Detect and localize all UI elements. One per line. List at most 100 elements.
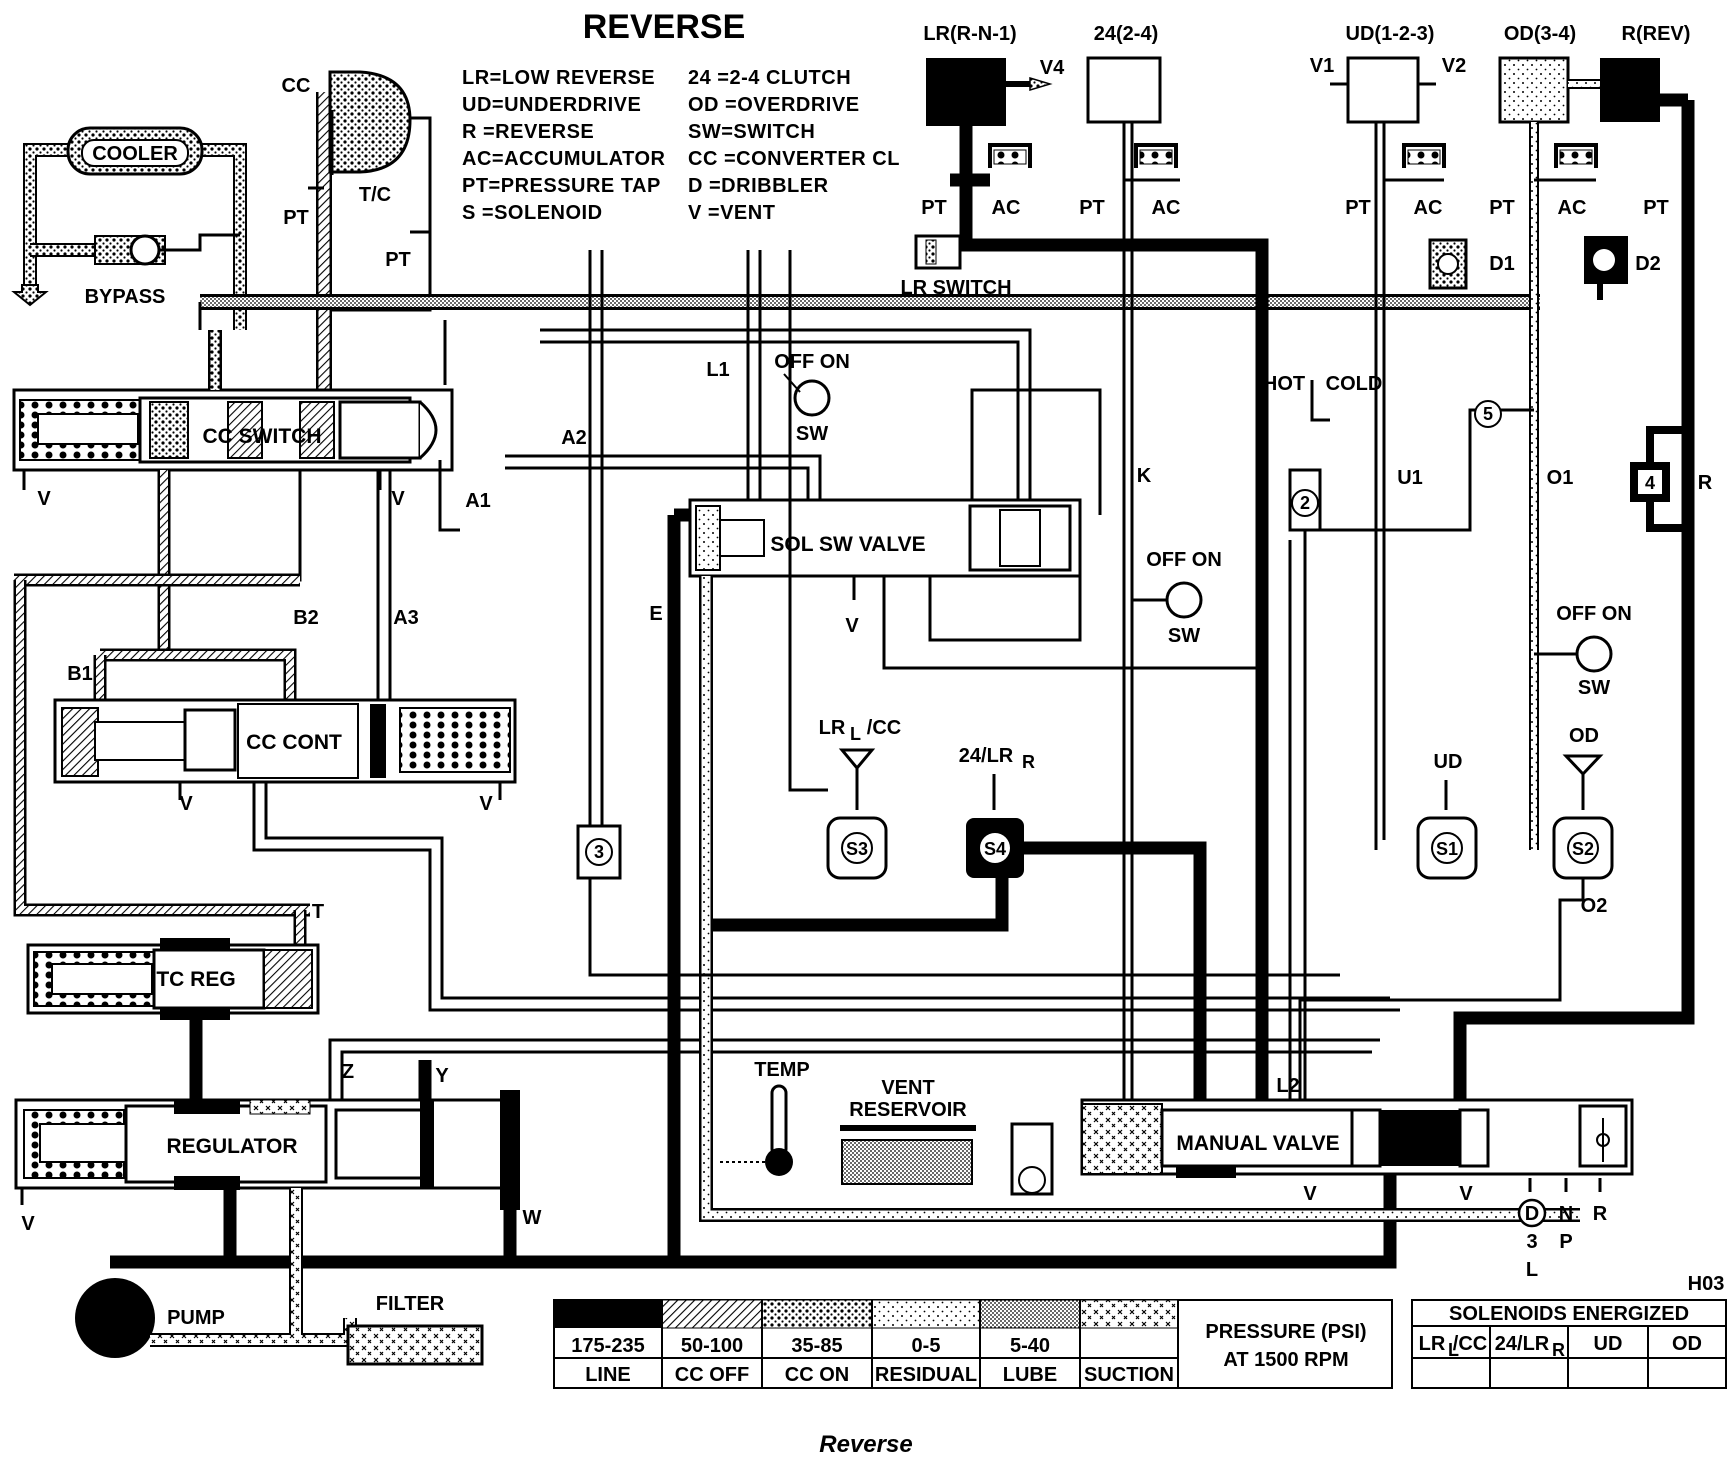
cc-switch-valve: CC SWITCH V V A1 B2 A3 B1 [12,320,491,917]
pressure-switch-1 [793,379,831,417]
s1-label: S1 [1436,839,1458,859]
key-lr: LR=LOW REVERSE [462,67,655,89]
cc-control-valve: CC CONT V V [53,648,1400,1012]
key-r: R =REVERSE [462,121,594,143]
pt-od-label: PT [1489,197,1515,219]
a1-label: A1 [465,490,491,512]
legend-header-1: PRESSURE (PSI) [1205,1321,1366,1343]
u1-label: U1 [1397,467,1423,489]
key-v: V =VENT [688,202,775,224]
key-pt: PT=PRESSURE TAP [462,175,661,197]
tc-label: T/C [359,184,391,206]
s1-caption: UD [1434,751,1463,773]
s3-caption: LR [819,717,846,739]
vent-cc-sw-right-label: V [391,488,405,510]
legend-lube-name: LUBE [1003,1364,1057,1386]
vent-regulator-label: V [21,1213,35,1235]
legend-lube-range: 5-40 [1010,1335,1050,1357]
sw1-label: SW [796,423,828,445]
cold-label: COLD [1326,373,1383,395]
legend-header-2: AT 1500 RPM [1223,1349,1348,1371]
pressure-switches: OFF ON SW OFF ON SW OFF ON SW [774,351,1632,699]
check-2-label: 2 [1300,493,1310,513]
thermal-valve: HOT COLD 2 [1263,373,1382,1100]
sw3-label: SW [1578,677,1610,699]
key-ud: UD=UNDERDRIVE [462,94,641,116]
s3-caption-sub: L [850,724,861,744]
sol-col-1: LR [1419,1333,1446,1355]
rev-clutch-label: R(REV) [1622,23,1691,45]
l2-label: L2 [1276,1075,1299,1097]
s3-label: S3 [846,839,868,859]
manual-valve-label: MANUAL VALVE [1176,1132,1339,1155]
bypass-label: BYPASS [85,286,166,308]
vent-cc-sw-left-label: V [37,488,51,510]
pressure-legend: 175-235 50-100 35-85 0-5 5-40 LINE CC OF… [553,1299,1393,1389]
d2-label: D2 [1635,253,1661,275]
key-24: 24 =2-4 CLUTCH [688,67,851,89]
pt-24-label: PT [1079,197,1105,219]
solenoid-switch-valve: L1 A2 SOL SW VALVE V [505,250,1262,1182]
ud-clutch-label: UD(1-2-3) [1346,23,1435,45]
sol-col-1-tail: /CC [1453,1333,1487,1355]
solenoid-s2: OD S2 O2 [1298,725,1614,1100]
pos-p-label: P [1559,1231,1572,1253]
b1-label: B1 [67,663,93,685]
cooler-label: COOLER [92,143,178,165]
vent-manual-left-label: V [1303,1183,1317,1205]
sw3-offon-label: OFF ON [1556,603,1632,625]
ac-24-label: AC [1152,197,1181,219]
e-label: E [649,603,662,625]
key-od: OD =OVERDRIVE [688,94,860,116]
pt-rev-label: PT [1643,197,1669,219]
sw1-offon-label: OFF ON [774,351,850,373]
a3-label: A3 [393,607,419,629]
sol-col-2-sub: R [1552,1340,1565,1360]
abbreviation-key: LR=LOW REVERSE UD=UNDERDRIVE R =REVERSE … [462,67,899,224]
pressure-switch-2 [1165,581,1203,619]
legend-line-name: LINE [585,1364,631,1386]
cc-switch-label: CC SWITCH [203,425,322,448]
c24-clutch-label: 24(2-4) [1094,23,1158,45]
tc-regulator-valve: TC REG T [26,901,324,1100]
pos-d-label: D [1525,1203,1539,1225]
temp-sensor: TEMP [720,1059,810,1176]
tc-reg-label: TC REG [156,968,235,991]
y-label: Y [435,1065,449,1087]
a2-label: A2 [561,427,587,449]
s2-caption: OD [1569,725,1599,747]
legend-ccon-range: 35-85 [791,1335,842,1357]
check-4-label: 4 [1645,473,1655,493]
v2-label: V2 [1442,55,1466,77]
r-ckt-label: R [1698,472,1713,494]
pos-3-label: 3 [1526,1231,1537,1253]
check-5-label: 5 [1483,404,1493,424]
lr-switch [914,234,962,270]
pt-lr-label: PT [921,197,947,219]
clutch-lr: LR(R-N-1) V4 PT AC LR SWITCH [900,23,1065,299]
sol-col-3: UD [1594,1333,1623,1355]
vent-sol-sw-label: V [845,615,859,637]
key-s: S =SOLENOID [462,202,603,224]
sol-col-4: OD [1672,1333,1702,1355]
cc-label: CC [282,75,311,97]
s4-caption: 24/LR [959,745,1014,767]
sol-sw-valve-label: SOL SW VALVE [770,533,925,556]
lr-switch-label: LR SWITCH [900,277,1011,299]
sol-col-2: 24/LR [1495,1333,1550,1355]
vent-reservoir-label-2: RESERVOIR [849,1099,967,1121]
key-ac: AC=ACCUMULATOR [462,148,666,170]
diagram-title: REVERSE [583,8,746,46]
key-sw: SW=SWITCH [688,121,815,143]
l1-label: L1 [706,359,729,381]
legend-residual-name: RESIDUAL [875,1364,977,1386]
pt-tc2-label: PT [385,249,411,271]
vent-cc-cont-left-label: V [179,793,193,815]
key-d: D =DRIBBLER [688,175,829,197]
solenoid-s4: 24/LR R S4 [959,745,1035,878]
ac-ud-label: AC [1414,197,1443,219]
pt-ud-label: PT [1345,197,1371,219]
pos-l-label: L [1526,1259,1538,1281]
figure-id: H03 [1688,1273,1725,1295]
